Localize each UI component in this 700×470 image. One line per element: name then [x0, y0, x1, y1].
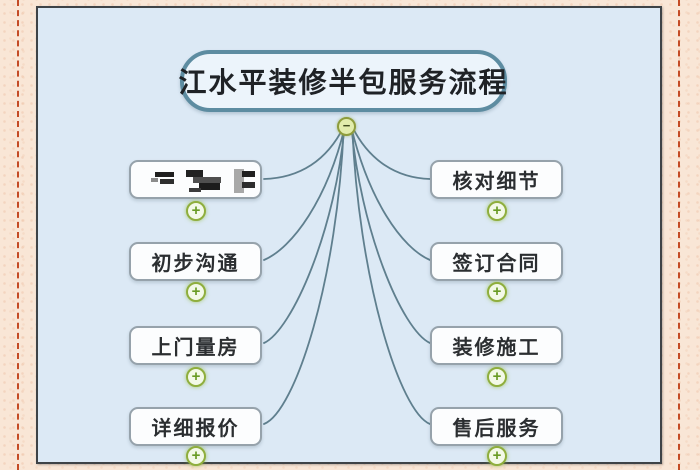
- expand-icon[interactable]: +: [487, 446, 507, 466]
- redacted-text-block: [199, 183, 220, 190]
- right-dashed-border: [678, 0, 680, 470]
- node-label: 初步沟通: [151, 253, 240, 275]
- expand-icon[interactable]: +: [186, 446, 206, 466]
- root-topic[interactable]: 江水平装修半包服务流程: [178, 50, 509, 112]
- redacted-text-block: [193, 177, 221, 183]
- redacted-text-block: [151, 178, 158, 182]
- node-label: 上门量房: [151, 337, 240, 359]
- node-check-details[interactable]: 核对细节: [430, 160, 563, 199]
- node-detailed-quote[interactable]: 详细报价: [129, 407, 262, 446]
- redacted-text-block: [242, 171, 255, 177]
- node-onsite-measurement[interactable]: 上门量房: [129, 326, 262, 365]
- redacted-text-block: [242, 182, 255, 188]
- left-dashed-border: [17, 0, 19, 470]
- redacted-text-block: [234, 169, 244, 193]
- expand-icon[interactable]: +: [186, 367, 206, 387]
- expand-icon[interactable]: +: [487, 201, 507, 221]
- redacted-text-block: [160, 179, 174, 184]
- root-topic-label: 江水平装修半包服务流程: [178, 67, 509, 98]
- node-sign-contract[interactable]: 签订合同: [430, 242, 563, 281]
- expand-icon[interactable]: +: [487, 367, 507, 387]
- node-label: 售后服务: [452, 418, 541, 440]
- node-label: 装修施工: [452, 337, 541, 359]
- expand-icon[interactable]: +: [186, 282, 206, 302]
- node-label: 签订合同: [452, 253, 541, 275]
- expand-icon[interactable]: +: [186, 201, 206, 221]
- node-redacted[interactable]: [129, 160, 262, 199]
- redacted-text-block: [189, 188, 201, 192]
- redacted-text-block: [155, 172, 174, 177]
- redacted-text-block: [186, 170, 203, 177]
- expand-icon[interactable]: +: [487, 282, 507, 302]
- node-label: 核对细节: [452, 171, 541, 193]
- node-after-sales[interactable]: 售后服务: [430, 407, 563, 446]
- node-label: 详细报价: [151, 418, 240, 440]
- node-construction[interactable]: 装修施工: [430, 326, 563, 365]
- node-initial-communication[interactable]: 初步沟通: [129, 242, 262, 281]
- collapse-icon[interactable]: −: [337, 117, 356, 136]
